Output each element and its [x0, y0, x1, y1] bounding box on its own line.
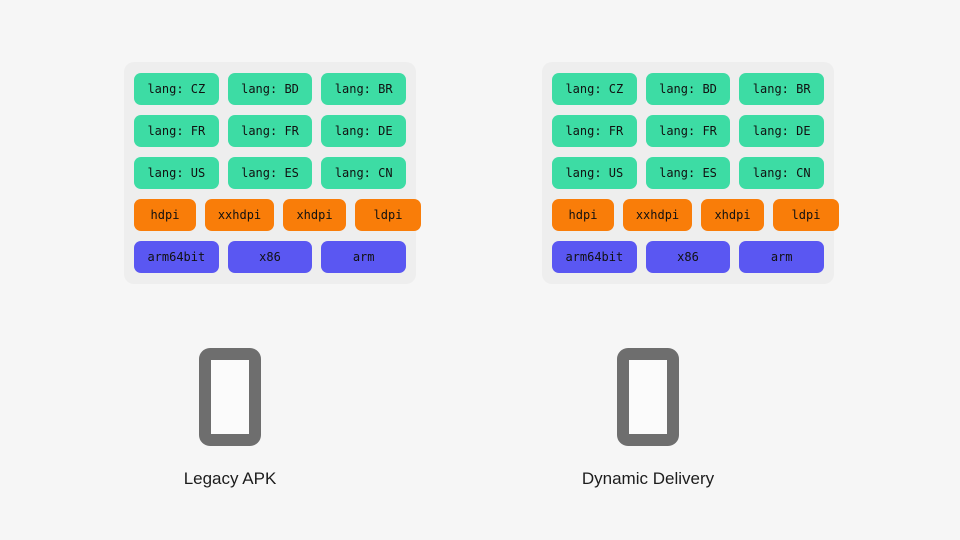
- chip-abi[interactable]: arm64bit: [134, 241, 219, 273]
- chip-density[interactable]: xxhdpi: [205, 199, 274, 231]
- chip-lang[interactable]: lang: BR: [321, 73, 407, 105]
- chip-lang[interactable]: lang: US: [552, 157, 637, 189]
- chip-lang[interactable]: lang: FR: [552, 115, 637, 147]
- chip-lang[interactable]: lang: CZ: [552, 73, 637, 105]
- chip-lang[interactable]: lang: ES: [227, 157, 313, 189]
- chip-abi[interactable]: x86: [645, 241, 731, 273]
- chip-abi[interactable]: x86: [227, 241, 313, 273]
- chip-row-abi: arm64bit x86 arm: [552, 241, 825, 273]
- chip-row-lang-2: lang: FR lang: FR lang: DE: [552, 115, 825, 147]
- column-legacy-apk: lang: CZ lang: BD lang: BR lang: FR lang…: [20, 0, 440, 540]
- chip-abi[interactable]: arm: [739, 241, 825, 273]
- chip-density[interactable]: hdpi: [134, 199, 196, 231]
- phone-icon: [199, 348, 261, 446]
- device-label: Dynamic Delivery: [581, 469, 715, 488]
- chip-lang[interactable]: lang: DE: [321, 115, 407, 147]
- chip-lang[interactable]: lang: US: [134, 157, 219, 189]
- column-dynamic-delivery: lang: CZ lang: BD lang: BR lang: FR lang…: [438, 0, 858, 540]
- device-label: Legacy APK: [183, 469, 277, 488]
- chip-lang[interactable]: lang: CN: [321, 157, 407, 189]
- device-dynamic-delivery: Dynamic Delivery: [438, 348, 858, 489]
- chip-row-lang-1: lang: CZ lang: BD lang: BR: [134, 73, 407, 105]
- chip-lang[interactable]: lang: FR: [645, 115, 731, 147]
- device-legacy-apk: Legacy APK: [20, 348, 440, 489]
- bundle-panel-legacy-apk: lang: CZ lang: BD lang: BR lang: FR lang…: [124, 62, 421, 284]
- chip-lang[interactable]: lang: FR: [134, 115, 219, 147]
- chip-lang[interactable]: lang: DE: [739, 115, 825, 147]
- chip-row-lang-3: lang: US lang: ES lang: CN: [552, 157, 825, 189]
- chip-lang[interactable]: lang: BD: [645, 73, 731, 105]
- chip-row-lang-1: lang: CZ lang: BD lang: BR: [552, 73, 825, 105]
- chip-abi[interactable]: arm64bit: [552, 241, 637, 273]
- chip-row-density: hdpi xxhdpi xhdpi ldpi: [134, 199, 421, 231]
- chip-density[interactable]: xxhdpi: [623, 199, 692, 231]
- chip-density[interactable]: xhdpi: [701, 199, 764, 231]
- chip-lang[interactable]: lang: CZ: [134, 73, 219, 105]
- chip-density[interactable]: ldpi: [355, 199, 421, 231]
- chip-lang[interactable]: lang: CN: [739, 157, 825, 189]
- chip-density[interactable]: ldpi: [773, 199, 839, 231]
- chip-row-abi: arm64bit x86 arm: [134, 241, 407, 273]
- chip-abi[interactable]: arm: [321, 241, 407, 273]
- chip-density[interactable]: xhdpi: [283, 199, 346, 231]
- chip-density[interactable]: hdpi: [552, 199, 614, 231]
- chip-row-lang-3: lang: US lang: ES lang: CN: [134, 157, 407, 189]
- chip-lang[interactable]: lang: BR: [739, 73, 825, 105]
- chip-lang[interactable]: lang: FR: [227, 115, 313, 147]
- chip-row-density: hdpi xxhdpi xhdpi ldpi: [552, 199, 839, 231]
- chip-row-lang-2: lang: FR lang: FR lang: DE: [134, 115, 407, 147]
- chip-lang[interactable]: lang: BD: [227, 73, 313, 105]
- bundle-panel-dynamic-delivery: lang: CZ lang: BD lang: BR lang: FR lang…: [542, 62, 839, 284]
- chip-lang[interactable]: lang: ES: [645, 157, 731, 189]
- phone-icon: [617, 348, 679, 446]
